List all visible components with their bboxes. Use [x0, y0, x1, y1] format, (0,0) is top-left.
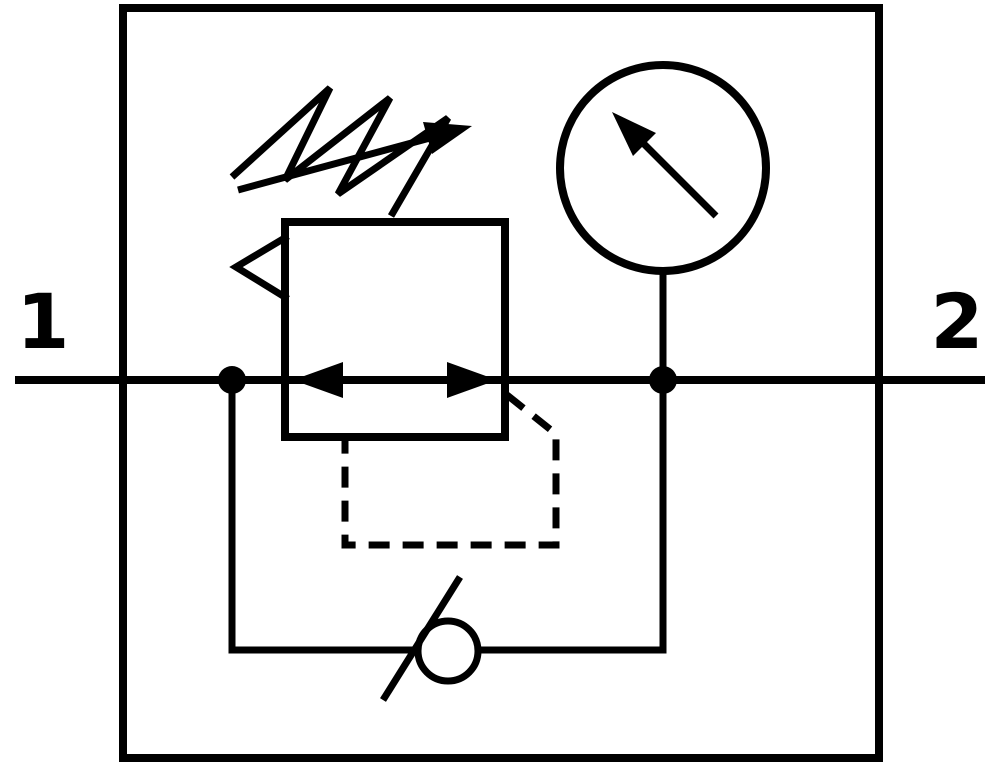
bypass-line-left — [228, 380, 418, 654]
check-valve-icon — [380, 575, 482, 702]
gauge-dial — [556, 61, 770, 275]
adjustment-arrow-shaft — [237, 134, 431, 194]
check-valve-ball — [414, 617, 482, 685]
port-1-label: 1 — [17, 277, 70, 366]
regulator-flow-arrows — [293, 362, 497, 398]
regulator-arrow-right-icon — [447, 362, 497, 398]
bypass-line — [228, 380, 667, 654]
pilot-line-dashed — [341, 392, 560, 549]
regulator-arrow-left-icon — [293, 362, 343, 398]
gauge-needle-shaft — [641, 141, 719, 219]
adjustment-arrow-head — [423, 122, 472, 154]
pressure-gauge-icon — [556, 61, 770, 380]
spring-adjustment-arrow-icon — [237, 122, 472, 194]
adjustable-spring-icon — [229, 85, 452, 218]
gauge-needle-head — [612, 112, 656, 156]
port-2-label: 2 — [931, 277, 984, 366]
bypass-line-right — [478, 380, 667, 654]
regulator-body — [281, 218, 509, 441]
relief-vent-icon — [229, 232, 290, 302]
